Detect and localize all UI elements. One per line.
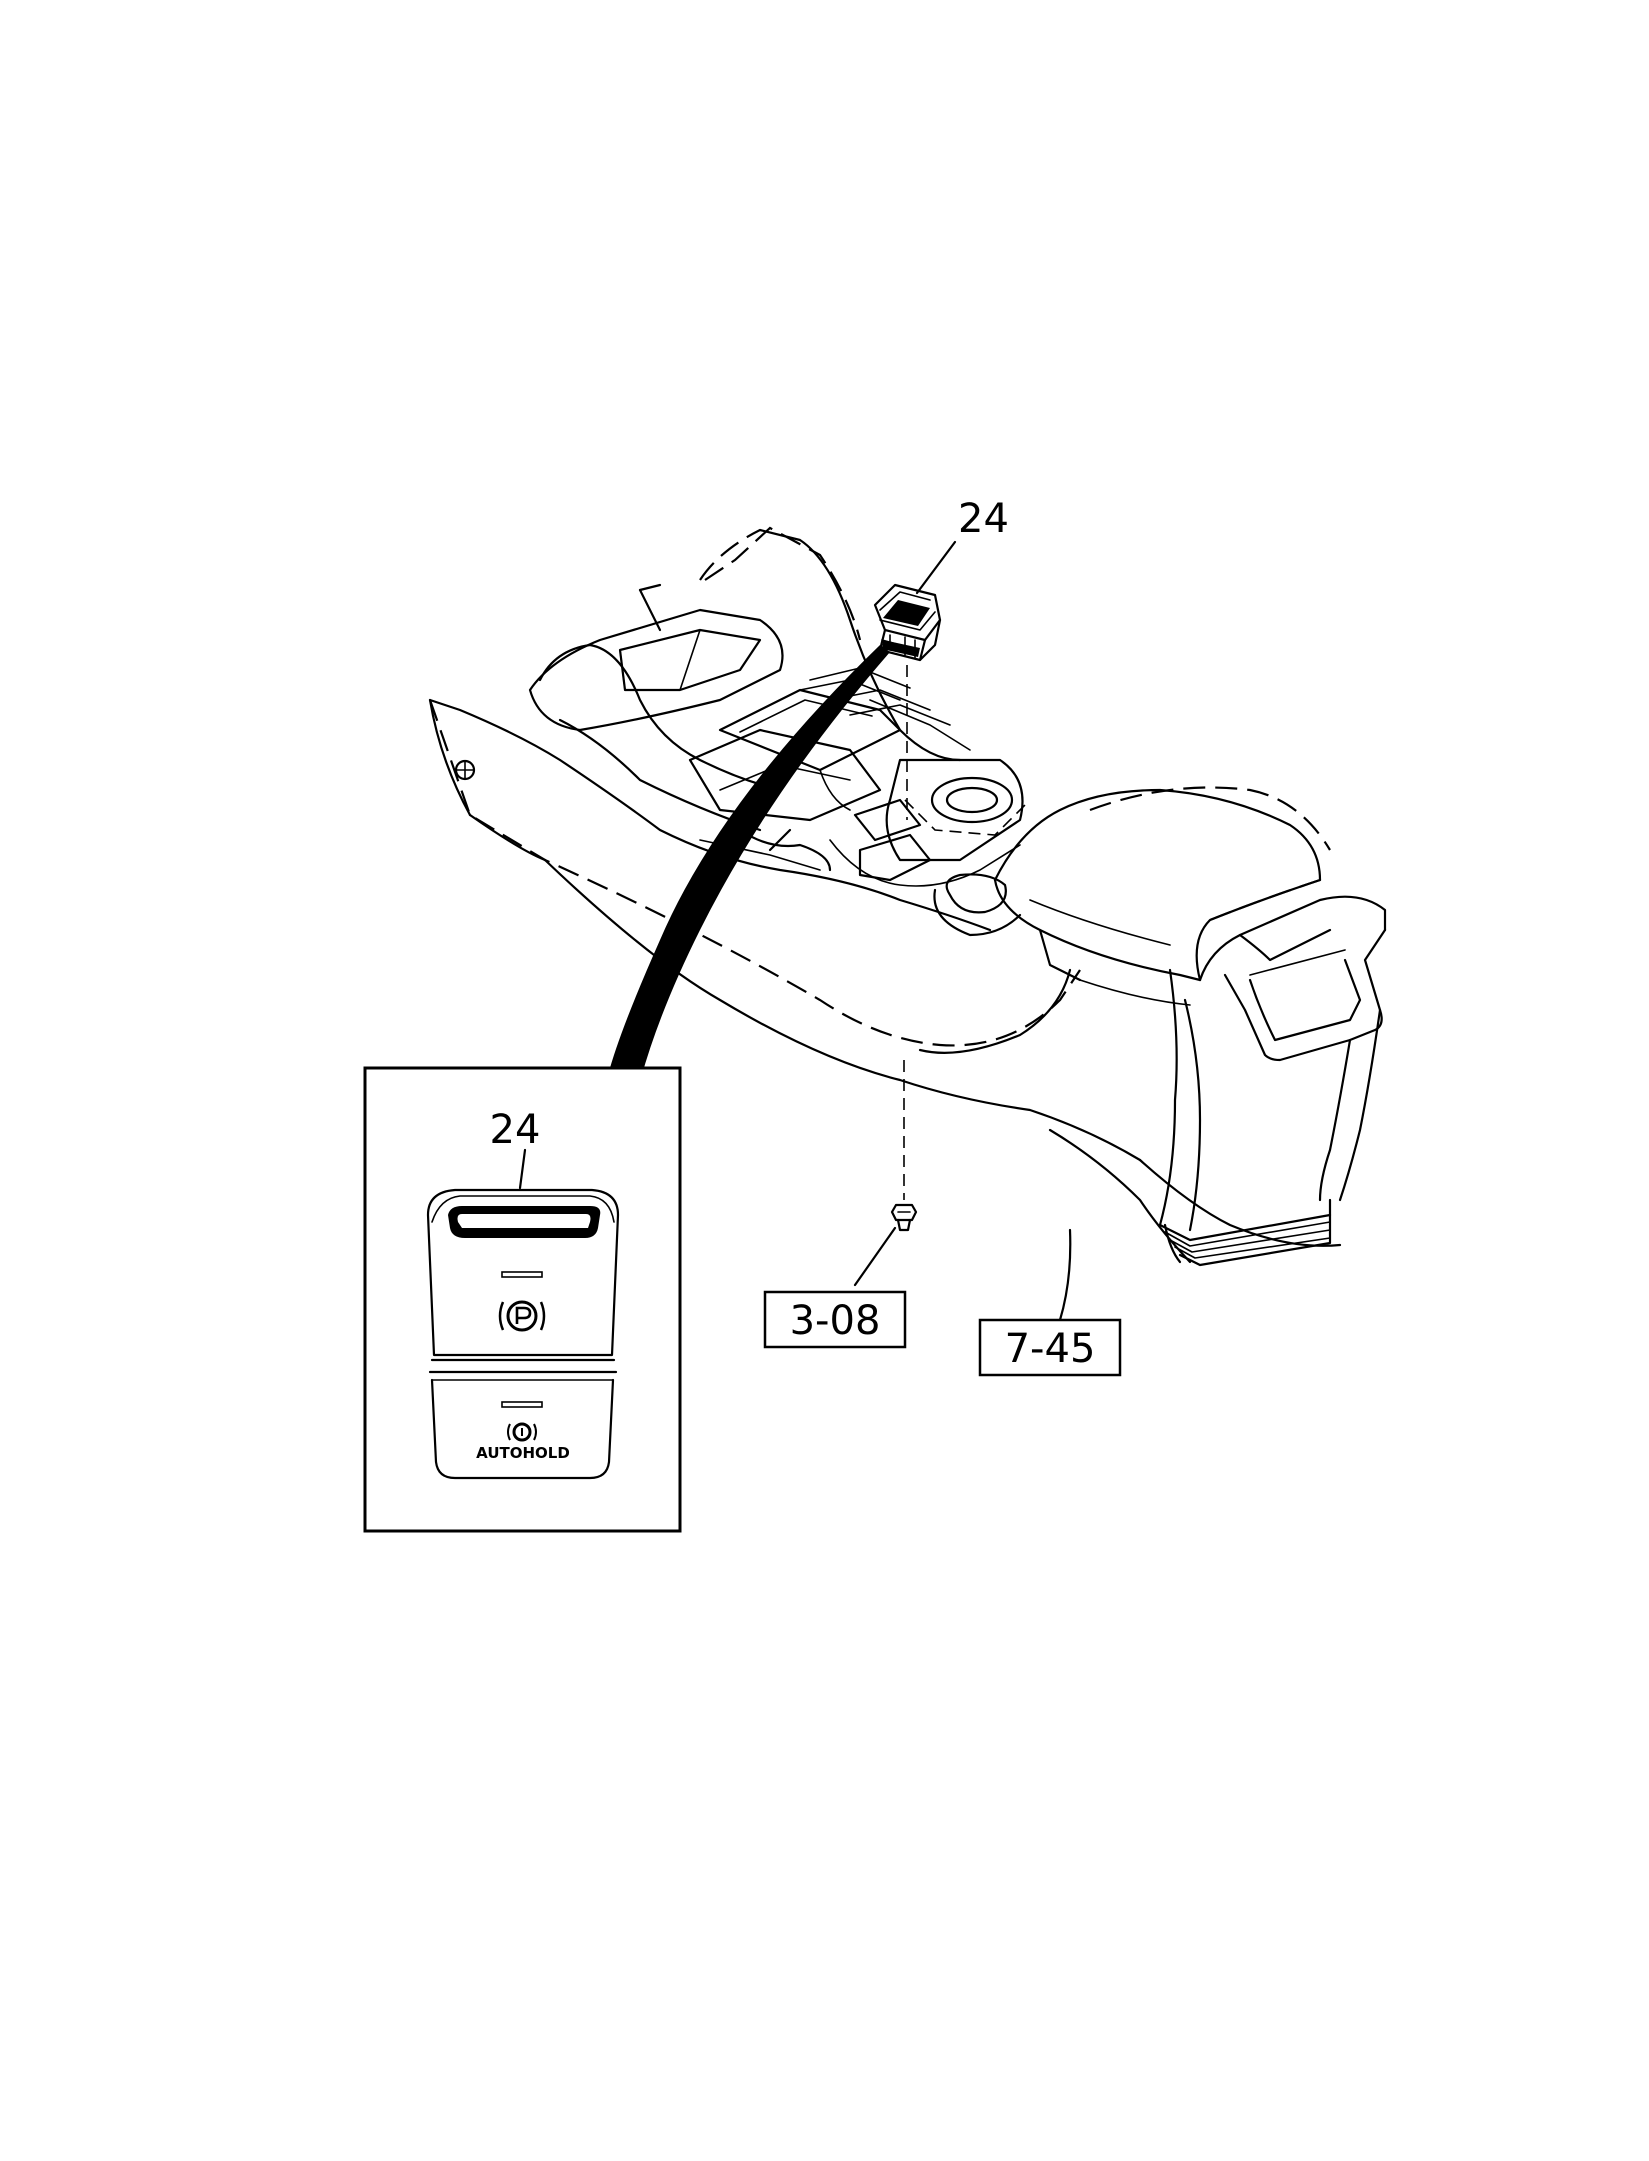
callout-24-top: 24 bbox=[958, 496, 1009, 542]
parking-brake-icon bbox=[498, 1300, 546, 1332]
detail-arrow bbox=[608, 645, 890, 1078]
autohold-label: AUTOHOLD bbox=[476, 1444, 570, 1462]
leader-line-24 bbox=[915, 540, 957, 595]
screw-icon bbox=[890, 1203, 918, 1232]
ref-box-7-45[interactable]: 7-45 bbox=[978, 1318, 1122, 1377]
detail-inset: 24 bbox=[363, 1066, 682, 1533]
ref-label-7-45: 7-45 bbox=[1005, 1326, 1096, 1372]
ref-box-3-08[interactable]: 3-08 bbox=[763, 1290, 907, 1349]
callout-24-detail: 24 bbox=[490, 1107, 541, 1153]
leader-line-3-08 bbox=[853, 1226, 897, 1287]
autohold-switch: AUTOHOLD bbox=[426, 1188, 620, 1480]
ref-label-3-08: 3-08 bbox=[790, 1298, 881, 1344]
leader-line-24-detail bbox=[518, 1148, 527, 1190]
switch-24-exploded bbox=[873, 583, 942, 662]
auto-hold-icon bbox=[507, 1422, 537, 1442]
center-console bbox=[428, 526, 1387, 1267]
leader-line-7-45 bbox=[1058, 1228, 1072, 1322]
